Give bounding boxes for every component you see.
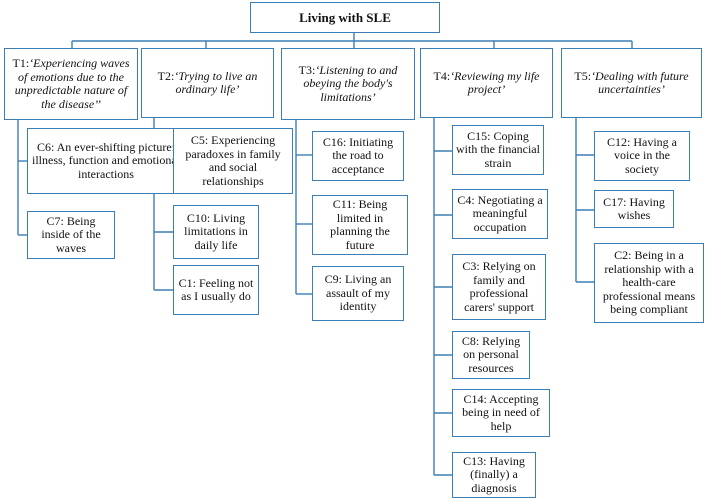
category-node-c13: C13: Having (finally) a diagnosis [452, 452, 536, 498]
theme-node-t2: T2:‘Trying to live an ordinary life’ [141, 48, 274, 118]
category-node-c3: C3: Relying on family and professional c… [452, 254, 546, 320]
theme-title: ‘Reviewing my life project’ [450, 68, 540, 96]
theme-prefix: T2: [157, 68, 175, 83]
theme-prefix: T3: [298, 62, 316, 77]
theme-title: ‘Experiencing waves of emotions due to t… [14, 56, 130, 111]
theme-title: ‘Dealing with future uncertainties’ [591, 68, 689, 96]
theme-title: ‘Trying to live an ordinary life’ [174, 68, 258, 96]
category-node-c16: C16: Initiating the road to acceptance [312, 131, 404, 181]
category-node-c4: C4: Negotiating a meaningful occupation [452, 189, 548, 239]
category-node-c5: C5: Experiencing paradoxes in family and… [173, 128, 293, 194]
category-node-c14: C14: Accepting being in need of help [452, 389, 550, 437]
theme-title: ‘Listening to and obeying the body's lim… [303, 62, 398, 104]
category-node-c2: C2: Being in a relationship with a healt… [594, 243, 704, 323]
category-node-c12: C12: Having a voice in the society [594, 131, 690, 181]
theme-node-t5: T5:‘Dealing with future uncertainties’ [561, 48, 702, 118]
category-node-c7: C7: Being inside of the waves [27, 211, 115, 259]
category-node-c10: C10: Living limitations in daily life [173, 205, 259, 259]
category-node-c6: C6: An ever-shifting picture: illness, f… [27, 128, 185, 194]
category-node-c1: C1: Feeling not as I usually do [173, 265, 259, 315]
theme-prefix: T1: [12, 56, 30, 70]
category-node-c17: C17: Having wishes [594, 190, 674, 228]
category-node-c11: C11: Being limited in planning the futur… [312, 195, 408, 255]
theme-prefix: T5: [574, 68, 592, 83]
category-node-c8: C8: Relying on personal resources [452, 331, 530, 379]
theme-node-t1: T1:‘Experiencing waves of emotions due t… [4, 48, 138, 120]
theme-node-t3: T3:‘Listening to and obeying the body's … [281, 48, 415, 120]
theme-node-t4: T4:‘Reviewing my life project’ [420, 48, 553, 118]
category-node-c15: C15: Coping with the financial strain [452, 125, 544, 175]
root-label: Living with SLE [299, 9, 391, 25]
root-node: Living with SLE [250, 2, 440, 33]
category-node-c9: C9: Living an assault of my identity [312, 266, 404, 321]
theme-prefix: T4: [433, 68, 451, 83]
